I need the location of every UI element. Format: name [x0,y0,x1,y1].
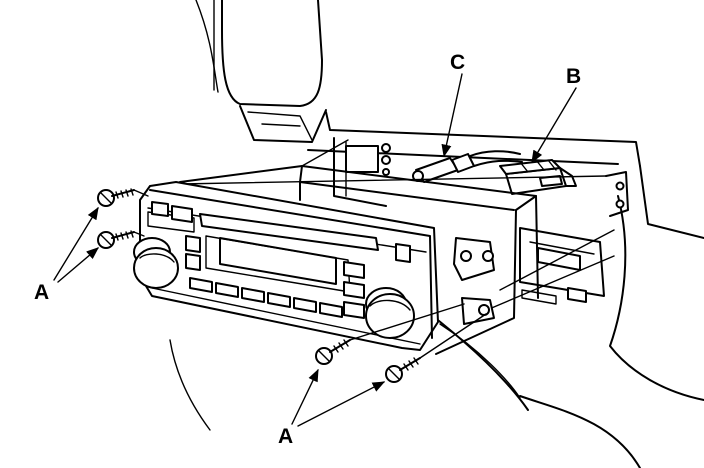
preset-button-6 [319,302,343,318]
audio-unit [133,139,615,355]
preset-button-2 [215,282,239,298]
preset-button-1 [189,277,213,293]
preset-button-4 [267,292,291,308]
leader-a-lower [57,247,99,283]
mounting-screws [97,188,487,383]
antenna-lead [412,150,523,183]
callout-a-bottom-label: A [278,425,294,448]
tune-knob [365,293,415,339]
power-button [151,201,169,217]
preset-button-5 [293,297,317,313]
screw-lower-left [97,230,135,249]
callout-c-label: C [450,51,466,74]
eject-button [171,205,193,223]
screw-bottom-right [385,357,421,383]
leader-a-bottom-left [291,368,319,425]
leader-a-upper [53,206,99,281]
preset-button-3 [241,287,265,303]
leader-c [441,73,463,158]
leader-lines [53,73,577,427]
volume-knob [133,247,179,289]
connector [499,159,577,195]
dashboard-bracket [333,137,629,305]
mode-button [395,243,411,263]
screw-bottom-middle [315,339,351,365]
side-mount-ear-upper [453,237,495,281]
bracket-hole-top [381,143,391,153]
screw-upper-left [97,188,135,207]
callout-b-label: B [566,65,582,88]
bracket-hole-low [382,168,390,176]
callout-a-left-label: A [34,281,50,304]
disc-slot [199,213,379,251]
bracket-hole-mid [381,155,391,165]
leader-b [531,87,577,164]
leader-a-bottom-right [297,381,386,427]
